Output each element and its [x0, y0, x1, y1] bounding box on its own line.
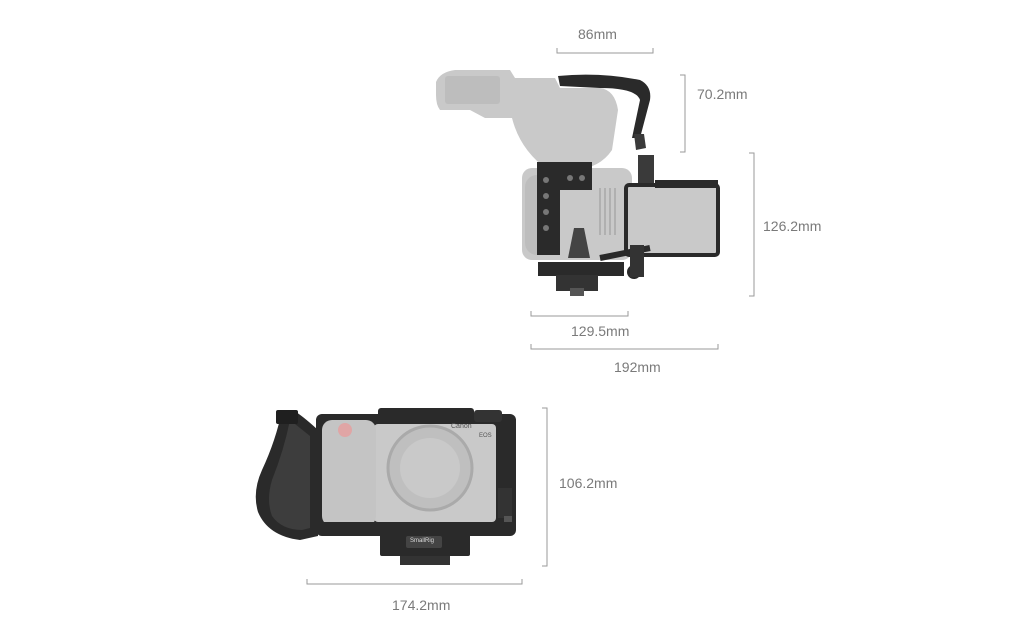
strap-buckle: [276, 410, 298, 424]
cage-holes: [543, 175, 585, 231]
arm-joint: [630, 245, 644, 277]
lens-mount-inner: [400, 438, 460, 498]
camera-model-text: EOS: [479, 433, 492, 439]
top-view-camera: [436, 70, 720, 296]
camera-brand-text: Canon: [451, 423, 472, 430]
dim-192mm-label: 192mm: [614, 359, 661, 375]
monitor-top-plate: [655, 180, 718, 188]
bottom-plate-top: [538, 262, 624, 276]
dim-129mm-label: 129.5mm: [571, 323, 630, 339]
side-port-knob: [504, 516, 512, 526]
dim-line-70mm: [680, 74, 686, 153]
top-handle-mount: [474, 410, 502, 422]
dim-line-126mm: [749, 152, 755, 297]
cage-side-plate: [537, 162, 592, 255]
dim-126mm-label: 126.2mm: [763, 218, 822, 234]
dim-106mm-label: 106.2mm: [559, 475, 618, 491]
front-view-camera: [255, 408, 516, 565]
camera-grip-front: [322, 420, 376, 526]
dim-line-192mm: [530, 344, 719, 350]
cage-top-plate: [378, 408, 474, 420]
dim-86mm-label: 86mm: [578, 26, 617, 42]
dim-line-106mm: [542, 407, 548, 567]
strap-inner: [269, 420, 310, 530]
side-port-block: [498, 488, 512, 518]
bottom-clamp: [556, 275, 598, 291]
dim-line-174mm: [306, 579, 523, 585]
monitor-mount: [638, 155, 654, 190]
dim-line-86mm: [556, 48, 654, 54]
cage-brand-text: SmallRig: [410, 538, 435, 544]
dim-70mm-label: 70.2mm: [697, 86, 748, 102]
handle-clamp: [634, 134, 646, 150]
qr-foot: [400, 556, 450, 565]
cold-shoe-top: [568, 228, 590, 258]
lock-knob: [570, 288, 584, 296]
record-button-front: [338, 423, 352, 437]
side-monitor: [624, 183, 720, 257]
dimension-lines: [306, 48, 755, 585]
dim-174mm-label: 174.2mm: [392, 597, 451, 613]
cage-handle-arm: [558, 74, 651, 138]
vent-lines: [599, 188, 616, 235]
qr-label-plate: [406, 536, 442, 548]
cage-bottom-plate: [322, 522, 512, 534]
dim-line-129mm: [530, 311, 629, 317]
handle-grip-detail: [445, 76, 500, 104]
